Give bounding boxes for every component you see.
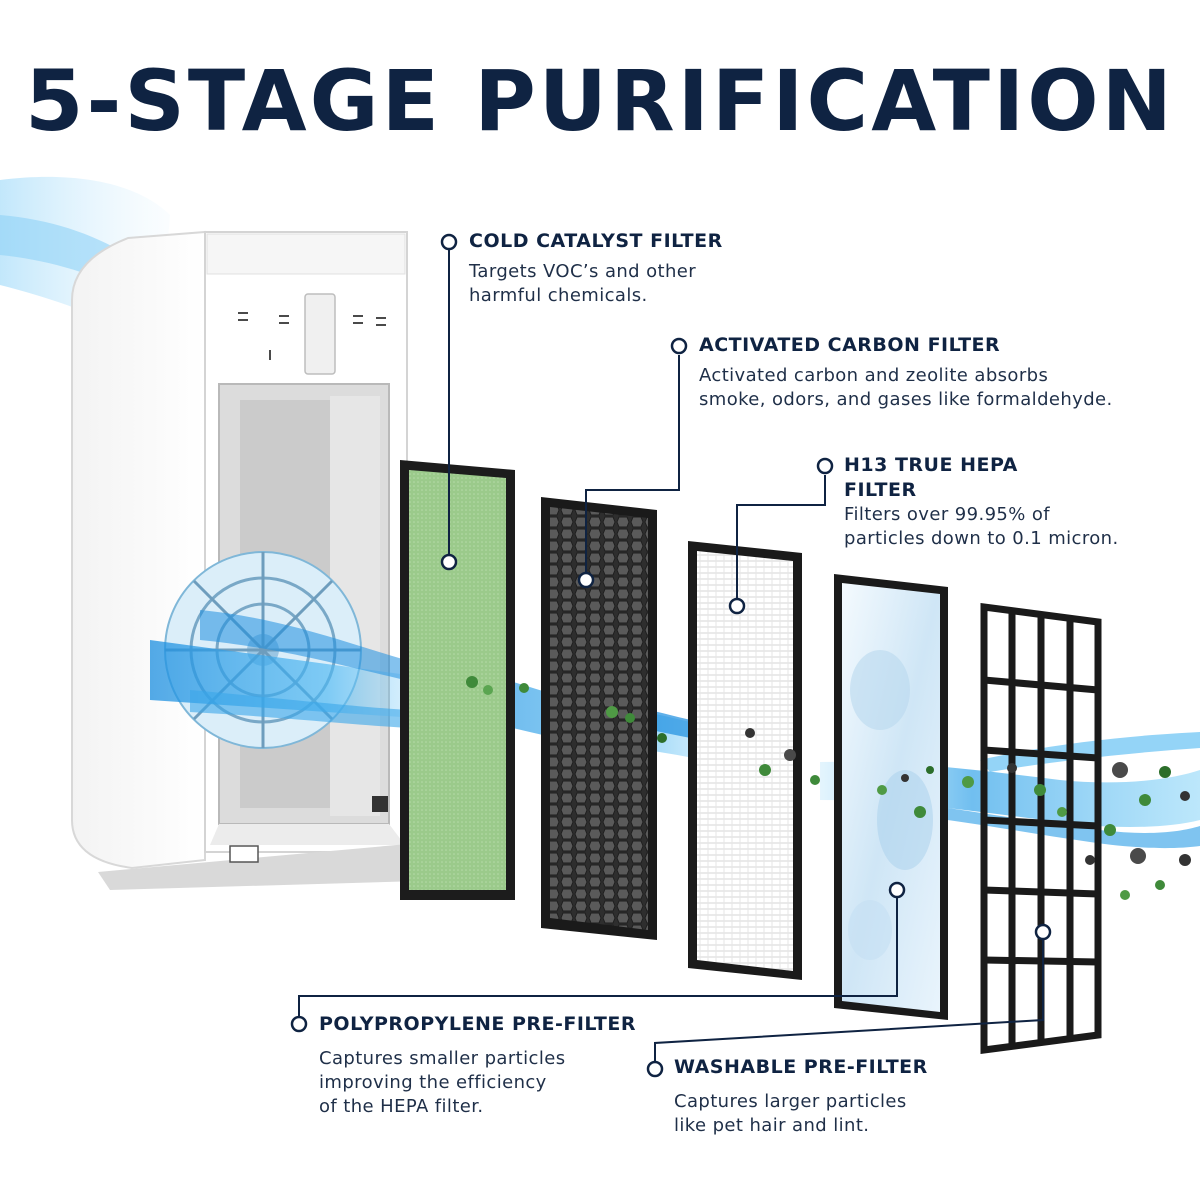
activated-carbon-heading: ACTIVATED CARBON FILTER <box>699 334 1001 356</box>
washable-label: WASHABLE PRE-FILTER Captures larger part… <box>674 1055 1014 1138</box>
activated-carbon-label: ACTIVATED CARBON FILTER Activated carbon… <box>699 333 1159 412</box>
washable-heading: WASHABLE PRE-FILTER <box>674 1056 928 1078</box>
page-title: 5-STAGE PURIFICATION <box>25 52 1175 150</box>
particle-icon <box>466 676 1191 900</box>
polypropylene-label: POLYPROPYLENE PRE-FILTER Captures smalle… <box>319 1012 659 1119</box>
hepa-filter <box>688 541 802 980</box>
cold-catalyst-heading: COLD CATALYST FILTER <box>469 230 723 252</box>
callout-markers <box>290 233 1052 1078</box>
polypropylene-heading: POLYPROPYLENE PRE-FILTER <box>319 1013 636 1035</box>
cold-catalyst-label: COLD CATALYST FILTER Targets VOC’s and o… <box>469 229 829 308</box>
callout-lines <box>298 250 1044 1067</box>
purifier-unit <box>71 230 455 890</box>
washable-pre-filter <box>980 603 1102 1054</box>
polypropylene-pre-filter <box>834 574 948 1020</box>
activated-carbon-filter <box>541 497 657 940</box>
cold-catalyst-filter <box>400 460 515 900</box>
